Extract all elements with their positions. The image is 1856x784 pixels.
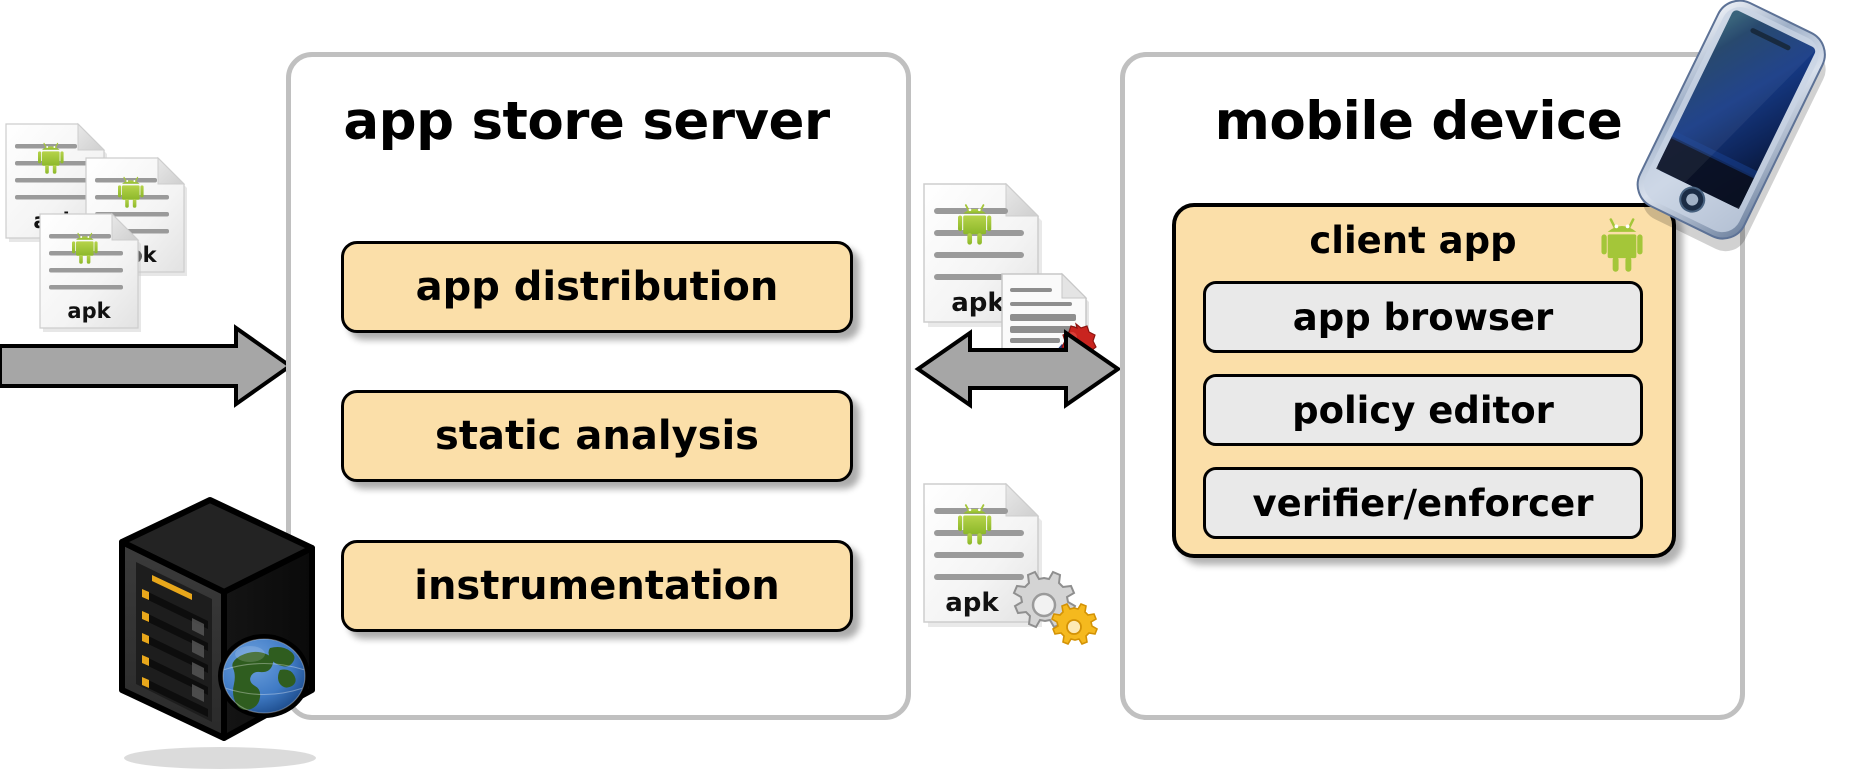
module-box-label: policy editor — [1292, 388, 1554, 432]
process-box-instrumentation[interactable]: instrumentation — [341, 540, 853, 632]
module-box-label: verifier/enforcer — [1252, 481, 1594, 525]
svg-text:apk: apk — [951, 288, 1005, 318]
client-app-container[interactable]: client app app browser — [1172, 203, 1676, 558]
server-device-exchange-arrow — [914, 329, 1122, 409]
module-box-label: app browser — [1292, 295, 1554, 339]
svg-text:apk: apk — [945, 588, 999, 618]
server-tower-icon — [100, 490, 360, 770]
page-title-server: app store server — [343, 91, 830, 152]
apk-files-stack-icon: apk — [0, 110, 230, 350]
module-box-policy-editor[interactable]: policy editor — [1203, 374, 1643, 446]
incoming-apps-arrow — [0, 324, 294, 408]
process-box-label: instrumentation — [414, 563, 780, 609]
process-box-label: app distribution — [415, 264, 779, 310]
process-box-static-analysis[interactable]: static analysis — [341, 390, 853, 482]
smartphone-icon — [1620, 0, 1856, 257]
instrumented-apk-icon: apk — [920, 480, 1110, 655]
process-box-label: static analysis — [435, 413, 759, 459]
client-app-title: client app — [1309, 219, 1517, 262]
process-box-app-distribution[interactable]: app distribution — [341, 241, 853, 333]
gears-icon — [1012, 570, 1077, 629]
android-robot-icon — [1594, 217, 1650, 273]
page-title-device: mobile device — [1214, 91, 1623, 152]
module-box-verifier-enforcer[interactable]: verifier/enforcer — [1203, 467, 1643, 539]
module-box-app-browser[interactable]: app browser — [1203, 281, 1643, 353]
svg-text:apk: apk — [67, 299, 111, 323]
